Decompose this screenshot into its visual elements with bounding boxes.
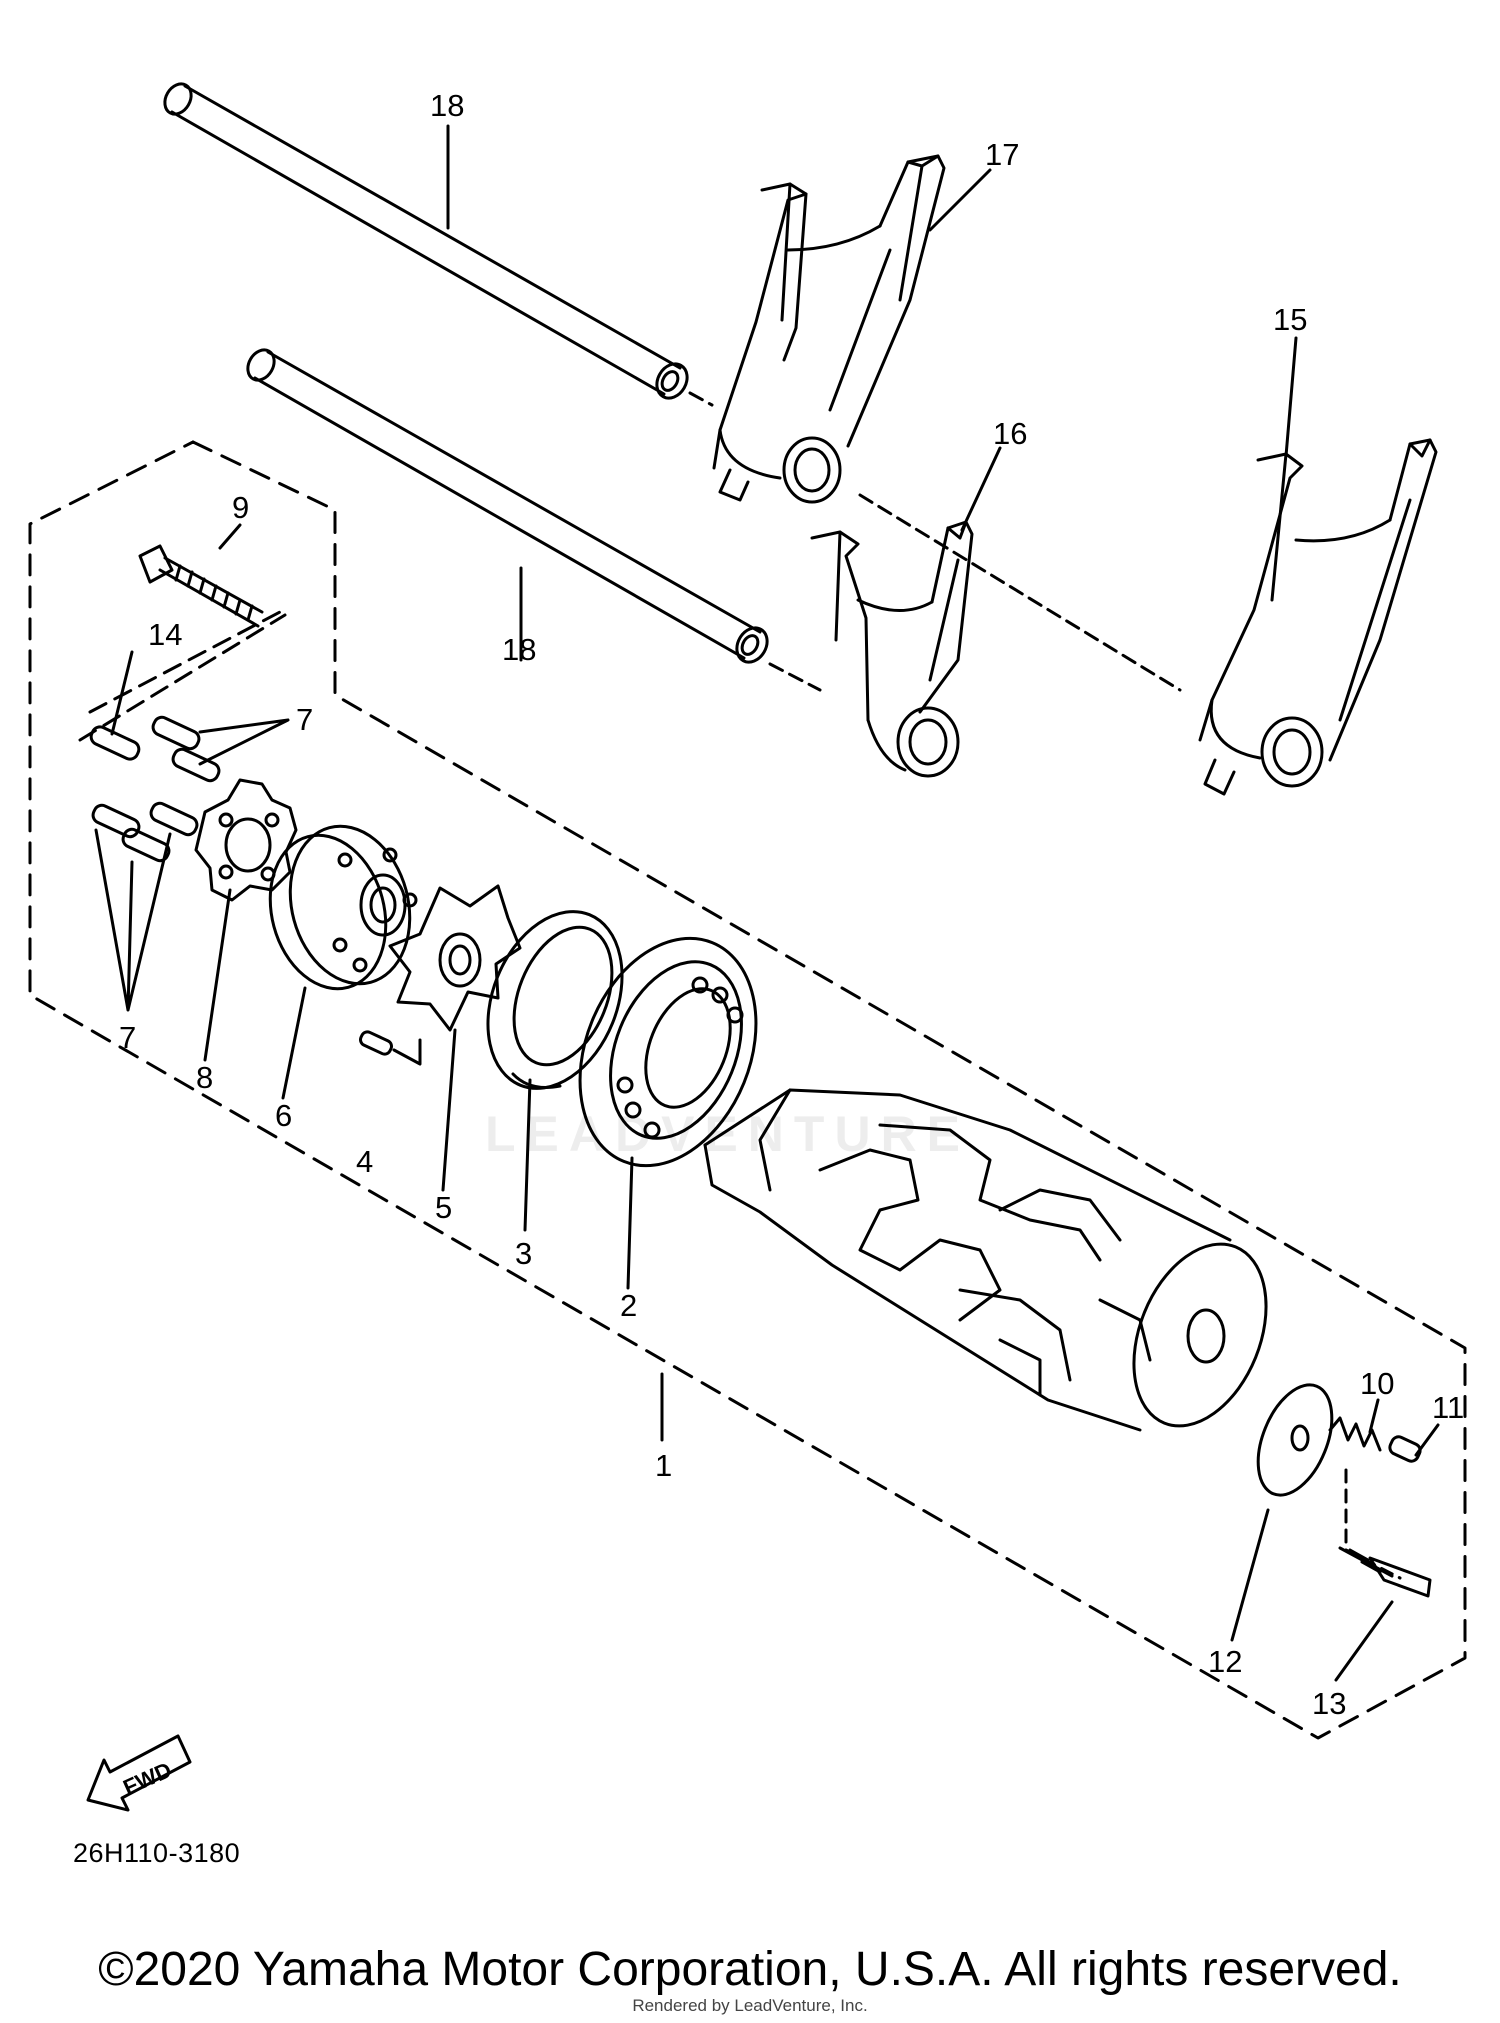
callout-17: 17 — [985, 137, 1019, 172]
callout-7-upper: 7 — [296, 702, 313, 737]
plate-12[interactable] — [1244, 1374, 1347, 1506]
leader-2 — [626, 1156, 634, 1290]
leader-11 — [1414, 1423, 1440, 1457]
callout-11: 11 — [1432, 1390, 1464, 1425]
callout-4: 4 — [356, 1144, 373, 1179]
dowel-pin-4[interactable] — [359, 1030, 422, 1066]
callout-18-lower: 18 — [502, 632, 536, 667]
leader-7b — [94, 828, 172, 1012]
callout-2: 2 — [620, 1288, 637, 1323]
pin-7[interactable] — [90, 715, 221, 864]
leader-15 — [1284, 336, 1298, 458]
callout-12: 12 — [1208, 1644, 1242, 1679]
callout-10: 10 — [1360, 1366, 1394, 1401]
washer-3[interactable] — [463, 891, 647, 1108]
leader-10 — [1368, 1398, 1380, 1434]
sub-boundary-line — [88, 610, 282, 714]
leader-3 — [523, 1078, 532, 1232]
callout-15: 15 — [1273, 302, 1307, 337]
callout-5: 5 — [435, 1190, 452, 1225]
shift-fork-15[interactable] — [1198, 438, 1438, 796]
shift-fork-16[interactable] — [810, 520, 974, 778]
shift-fork-guide-bar-upper[interactable] — [160, 79, 694, 403]
callout-14: 14 — [148, 617, 182, 652]
callout-9: 9 — [232, 490, 249, 525]
leader-12 — [1230, 1508, 1270, 1642]
assembly-boundary — [28, 440, 1467, 1740]
leader-9 — [218, 523, 242, 550]
leader-17 — [928, 168, 992, 232]
screw-9[interactable] — [138, 544, 264, 628]
leader-5 — [441, 1028, 457, 1192]
callout-7-lower: 7 — [119, 1020, 136, 1055]
callout-13: 13 — [1312, 1686, 1346, 1721]
plunger-11[interactable] — [1388, 1435, 1423, 1464]
callout-1: 1 — [655, 1448, 672, 1483]
diagram-part-code: 26H110-3180 — [73, 1838, 241, 1868]
shift-fork-17[interactable] — [712, 154, 946, 504]
callout-3: 3 — [515, 1236, 532, 1271]
callout-8: 8 — [196, 1060, 213, 1095]
leader-13 — [1334, 1600, 1394, 1682]
bearing-2[interactable] — [548, 912, 788, 1192]
shift-drum-1[interactable] — [703, 1088, 1291, 1446]
pin-14[interactable] — [89, 724, 142, 761]
leader-7a — [198, 718, 290, 766]
leader-16 — [960, 446, 1002, 532]
callout-18-upper: 18 — [430, 88, 464, 123]
sub-boundary-line — [78, 613, 287, 742]
leader-8 — [203, 888, 232, 1062]
callout-6: 6 — [275, 1098, 292, 1133]
shift-fork-guide-bar-lower[interactable] — [243, 345, 774, 667]
copyright-notice: ©2020 Yamaha Motor Corporation, U.S.A. A… — [98, 1943, 1402, 1996]
forward-direction-arrow-icon — [86, 1734, 192, 1812]
stopper-plate-5[interactable] — [388, 884, 522, 1032]
callout-16: 16 — [993, 416, 1027, 451]
leader-14 — [110, 650, 134, 736]
leader-6 — [281, 986, 307, 1100]
shift-drum-segment-8[interactable] — [194, 778, 298, 902]
segment-cam-6[interactable] — [254, 813, 427, 1002]
rendered-by-credit: Rendered by LeadVenture, Inc. — [632, 1996, 868, 2015]
